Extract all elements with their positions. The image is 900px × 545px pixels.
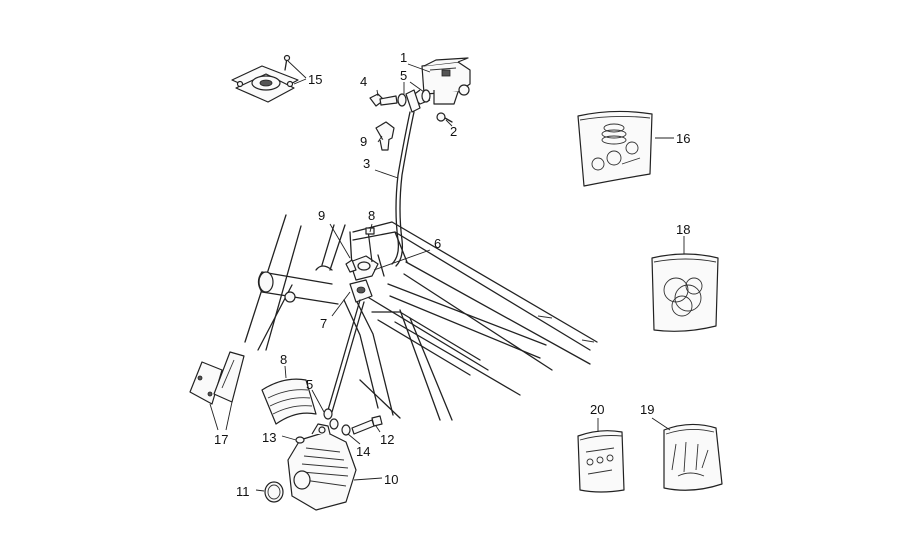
part-9-upper-fitting [375, 121, 395, 151]
part-2-screw [436, 112, 453, 123]
frame [244, 214, 598, 421]
callout-15: 15 [308, 72, 322, 87]
lower-brake-hose [327, 299, 365, 413]
part-4-bolt [369, 93, 398, 107]
callout-8-lower: 8 [280, 352, 287, 367]
part-3-brake-hose [391, 111, 415, 267]
part-20-small-parts-bag [577, 430, 625, 493]
callout-18: 18 [676, 222, 690, 237]
callout-9-mount: 9 [318, 208, 325, 223]
part-15-plate [231, 54, 307, 103]
part-14-washer [341, 424, 351, 436]
part-19-small-parts-bag [663, 423, 723, 491]
callout-10: 10 [384, 472, 398, 487]
callout-8-upper: 8 [368, 208, 375, 223]
callout-17: 17 [214, 432, 228, 447]
part-5-upper-washers [397, 89, 431, 113]
callout-labels: 1 2 3 4 5 5 6 7 8 8 9 9 10 11 12 13 14 1… [214, 50, 690, 499]
callout-3: 3 [363, 156, 370, 171]
callout-2: 2 [450, 124, 457, 139]
part-1-master-cylinder [411, 57, 471, 105]
callout-16: 16 [676, 131, 690, 146]
callout-1: 1 [400, 50, 407, 65]
callout-5-upper: 5 [400, 68, 407, 83]
callout-7: 7 [320, 316, 327, 331]
callout-5-lower: 5 [306, 377, 313, 392]
leader-lines [255, 63, 685, 492]
part-13-washer [295, 436, 305, 444]
part-12-bolt [351, 415, 383, 435]
callout-14: 14 [356, 444, 370, 459]
callout-20: 20 [590, 402, 604, 417]
part-5-lower-washers [323, 408, 339, 430]
callout-4: 4 [360, 74, 367, 89]
part-8-pad-shield [261, 378, 317, 425]
callout-6: 6 [434, 236, 441, 251]
part-17-brake-pads [189, 351, 245, 431]
callout-13: 13 [262, 430, 276, 445]
part-11-cap [264, 481, 284, 503]
part-16-repair-kit-bag [577, 110, 653, 187]
callout-9-upper: 9 [360, 134, 367, 149]
part-18-seal-kit-bag [651, 253, 719, 332]
callout-11: 11 [236, 484, 250, 499]
callout-19: 19 [640, 402, 654, 417]
part-10-caliper [287, 423, 357, 511]
callout-12: 12 [380, 432, 394, 447]
